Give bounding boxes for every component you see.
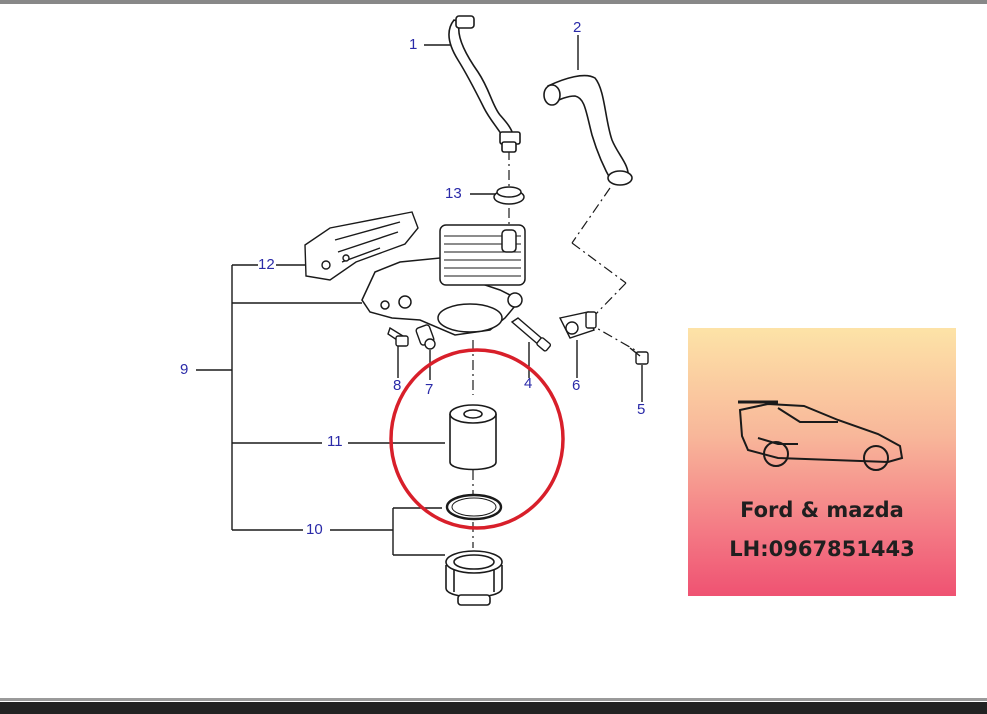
- ad-brand-text: Ford & mazda: [740, 498, 904, 522]
- o-ring-10: [445, 493, 503, 521]
- bolt-4: [510, 317, 552, 352]
- sensor-7: [415, 324, 436, 350]
- callout-11: 11: [327, 433, 343, 450]
- hose-2: [543, 74, 633, 186]
- bolt-5: [629, 347, 649, 365]
- hose-1: [448, 15, 521, 153]
- callout-8: 8: [393, 377, 402, 394]
- center-lines: [472, 150, 636, 548]
- leader-lines: [196, 35, 643, 556]
- sensor-6: [558, 311, 597, 339]
- callout-10: 10: [306, 521, 323, 538]
- callout-6: 6: [572, 377, 581, 394]
- ad-phone-text: LH:0967851443: [729, 537, 915, 561]
- window-bottom-border: [0, 702, 987, 714]
- dealer-ad-panel: Ford & mazda LH:0967851443: [688, 328, 956, 596]
- window-top-border: [0, 0, 987, 4]
- window-bottom-border-light: [0, 698, 987, 701]
- oil-filter-11: [449, 404, 497, 471]
- callout-2: 2: [573, 19, 582, 36]
- clamp-13: [493, 186, 525, 205]
- bolt-8: [387, 326, 409, 347]
- callout-9: 9: [180, 361, 189, 378]
- callout-1: 1: [409, 36, 418, 53]
- callout-13: 13: [445, 185, 462, 202]
- oil-cooler-housing: [361, 224, 526, 336]
- heat-shield-12: [304, 211, 419, 281]
- callout-4: 4: [524, 375, 533, 392]
- sports-car-icon: [738, 400, 904, 471]
- filter-cap-10: [445, 550, 503, 606]
- highlight-circle: [389, 348, 565, 530]
- callout-12: 12: [258, 256, 275, 273]
- callout-7: 7: [425, 381, 434, 398]
- callout-5: 5: [637, 401, 646, 418]
